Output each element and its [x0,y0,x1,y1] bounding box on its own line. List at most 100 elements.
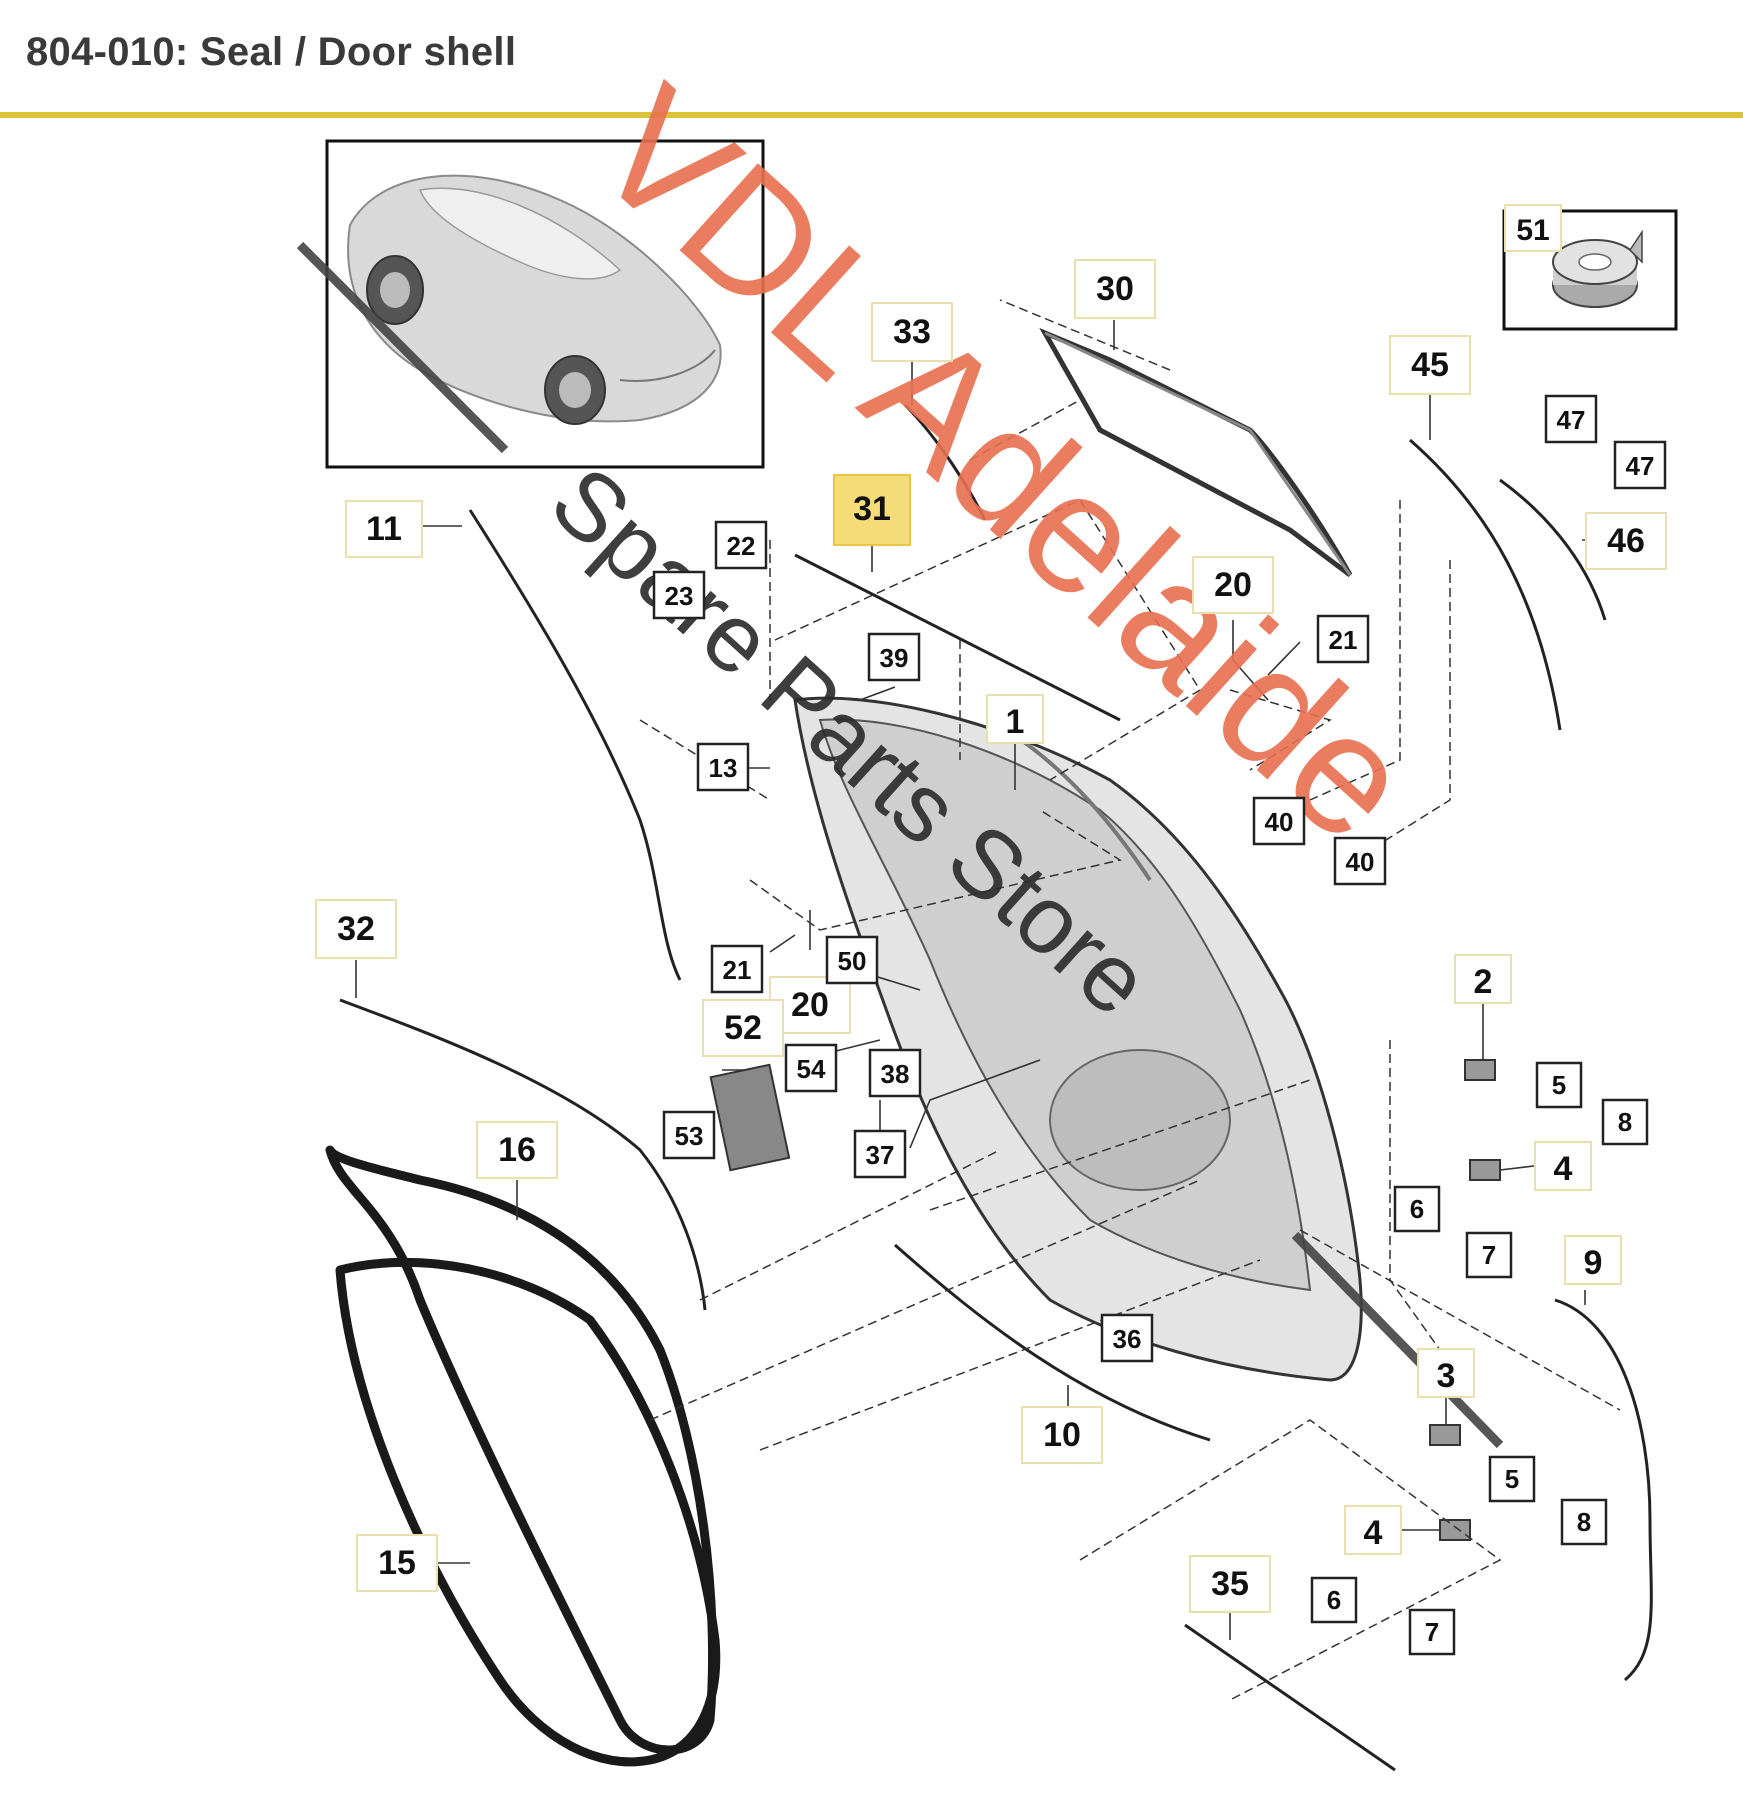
seal-strip-10 [894,1243,1211,1442]
callout-5a[interactable]: 5 [1535,1061,1583,1109]
pillar-trim-11 [468,509,682,981]
callout-16[interactable]: 16 [476,1121,558,1179]
svg-text:8: 8 [1577,1507,1591,1537]
svg-text:46: 46 [1607,522,1645,560]
callout-40a[interactable]: 40 [1252,796,1306,846]
leader-lines [355,320,1600,1640]
svg-text:6: 6 [1410,1194,1424,1224]
callout-8a[interactable]: 8 [1601,1098,1649,1146]
window-frame-part [1039,327,1353,577]
callout-7a[interactable]: 7 [1465,1231,1513,1279]
watermark-slash-left [296,241,509,454]
svg-text:10: 10 [1043,1416,1081,1454]
callout-7b[interactable]: 7 [1408,1608,1456,1656]
svg-text:1: 1 [1006,703,1025,741]
callout-35[interactable]: 35 [1189,1555,1271,1613]
callout-39[interactable]: 39 [867,632,921,682]
callout-4a[interactable]: 4 [1534,1141,1592,1191]
callout-11[interactable]: 11 [345,500,423,558]
callout-5b[interactable]: 5 [1488,1455,1536,1503]
svg-text:39: 39 [880,643,909,673]
callout-40b[interactable]: 40 [1333,836,1387,886]
svg-text:22: 22 [727,531,756,561]
tape-roll-inset [1502,209,1678,331]
callout-50[interactable]: 50 [825,935,879,985]
callout-47a[interactable]: 47 [1544,394,1598,444]
callout-2[interactable]: 2 [1454,954,1512,1004]
svg-text:37: 37 [866,1140,895,1170]
svg-text:52: 52 [724,1009,762,1047]
svg-text:50: 50 [838,946,867,976]
svg-text:36: 36 [1113,1324,1142,1354]
callout-8b[interactable]: 8 [1560,1498,1608,1546]
callout-6a[interactable]: 6 [1393,1185,1441,1233]
svg-text:3: 3 [1437,1357,1456,1395]
callout-47b[interactable]: 47 [1613,440,1667,490]
svg-text:45: 45 [1411,346,1449,384]
watermark-slash-right [1291,1231,1504,1449]
callout-53[interactable]: 53 [662,1110,716,1160]
callout-4b[interactable]: 4 [1344,1505,1402,1555]
trim-strip-33 [903,403,987,521]
callout-31[interactable]: 31 [833,474,911,546]
svg-text:11: 11 [366,510,402,548]
cable-9 [1554,1298,1653,1682]
callout-32[interactable]: 32 [315,899,397,959]
callout-46[interactable]: 46 [1585,512,1667,570]
callout-21b[interactable]: 21 [710,944,764,994]
hinge-2 [1464,1059,1496,1081]
callout-23[interactable]: 23 [652,570,706,620]
svg-text:54: 54 [797,1054,826,1084]
grille-52 [709,1063,791,1172]
trim-strip-45 [1409,438,1562,731]
svg-text:32: 32 [337,910,375,948]
svg-text:2: 2 [1474,963,1493,1001]
svg-text:20: 20 [791,986,829,1024]
callout-54[interactable]: 54 [784,1043,838,1093]
callout-37[interactable]: 37 [853,1129,907,1179]
svg-text:7: 7 [1425,1617,1439,1647]
svg-text:15: 15 [378,1544,416,1582]
callout-9[interactable]: 9 [1564,1235,1622,1285]
tape-roll-icon [1552,229,1643,308]
svg-text:9: 9 [1584,1244,1603,1282]
trim-32 [339,998,707,1311]
callout-52[interactable]: 52 [702,999,784,1057]
svg-text:20: 20 [1214,566,1252,604]
callout-20a[interactable]: 20 [1192,556,1274,614]
door-seal-15 [335,1257,721,1767]
callout-38[interactable]: 38 [868,1048,922,1098]
callout-10[interactable]: 10 [1021,1406,1103,1464]
callout-51[interactable]: 51 [1504,204,1562,252]
callout-13[interactable]: 13 [696,742,750,792]
svg-text:35: 35 [1211,1565,1249,1603]
callout-45[interactable]: 45 [1389,335,1471,395]
svg-text:5: 5 [1552,1070,1566,1100]
callout-3[interactable]: 3 [1417,1348,1475,1398]
callout-30[interactable]: 30 [1074,259,1156,319]
svg-text:40: 40 [1346,847,1375,877]
page-header: 804-010: Seal / Door shell [0,0,1743,112]
car-overview-inset [325,139,765,469]
svg-text:4: 4 [1554,1150,1573,1188]
svg-text:30: 30 [1096,270,1134,308]
car-overview-icon [347,174,722,425]
header-divider [0,112,1743,118]
callout-36[interactable]: 36 [1100,1313,1154,1363]
svg-text:38: 38 [881,1059,910,1089]
guide-rail-31 [794,553,1121,722]
svg-text:8: 8 [1618,1107,1632,1137]
callout-22[interactable]: 22 [714,520,768,570]
hinge-4a [1469,1159,1501,1181]
svg-text:53: 53 [675,1121,704,1151]
callout-33[interactable]: 33 [871,302,953,362]
callout-6b[interactable]: 6 [1310,1576,1358,1624]
callout-1[interactable]: 1 [986,694,1044,744]
callout-15[interactable]: 15 [356,1534,438,1592]
reference-lines [639,299,1621,1701]
svg-text:47: 47 [1557,405,1586,435]
seal-strip-46 [1499,478,1607,621]
svg-text:31: 31 [853,490,891,528]
svg-text:13: 13 [709,753,738,783]
callout-21a[interactable]: 21 [1316,614,1370,664]
